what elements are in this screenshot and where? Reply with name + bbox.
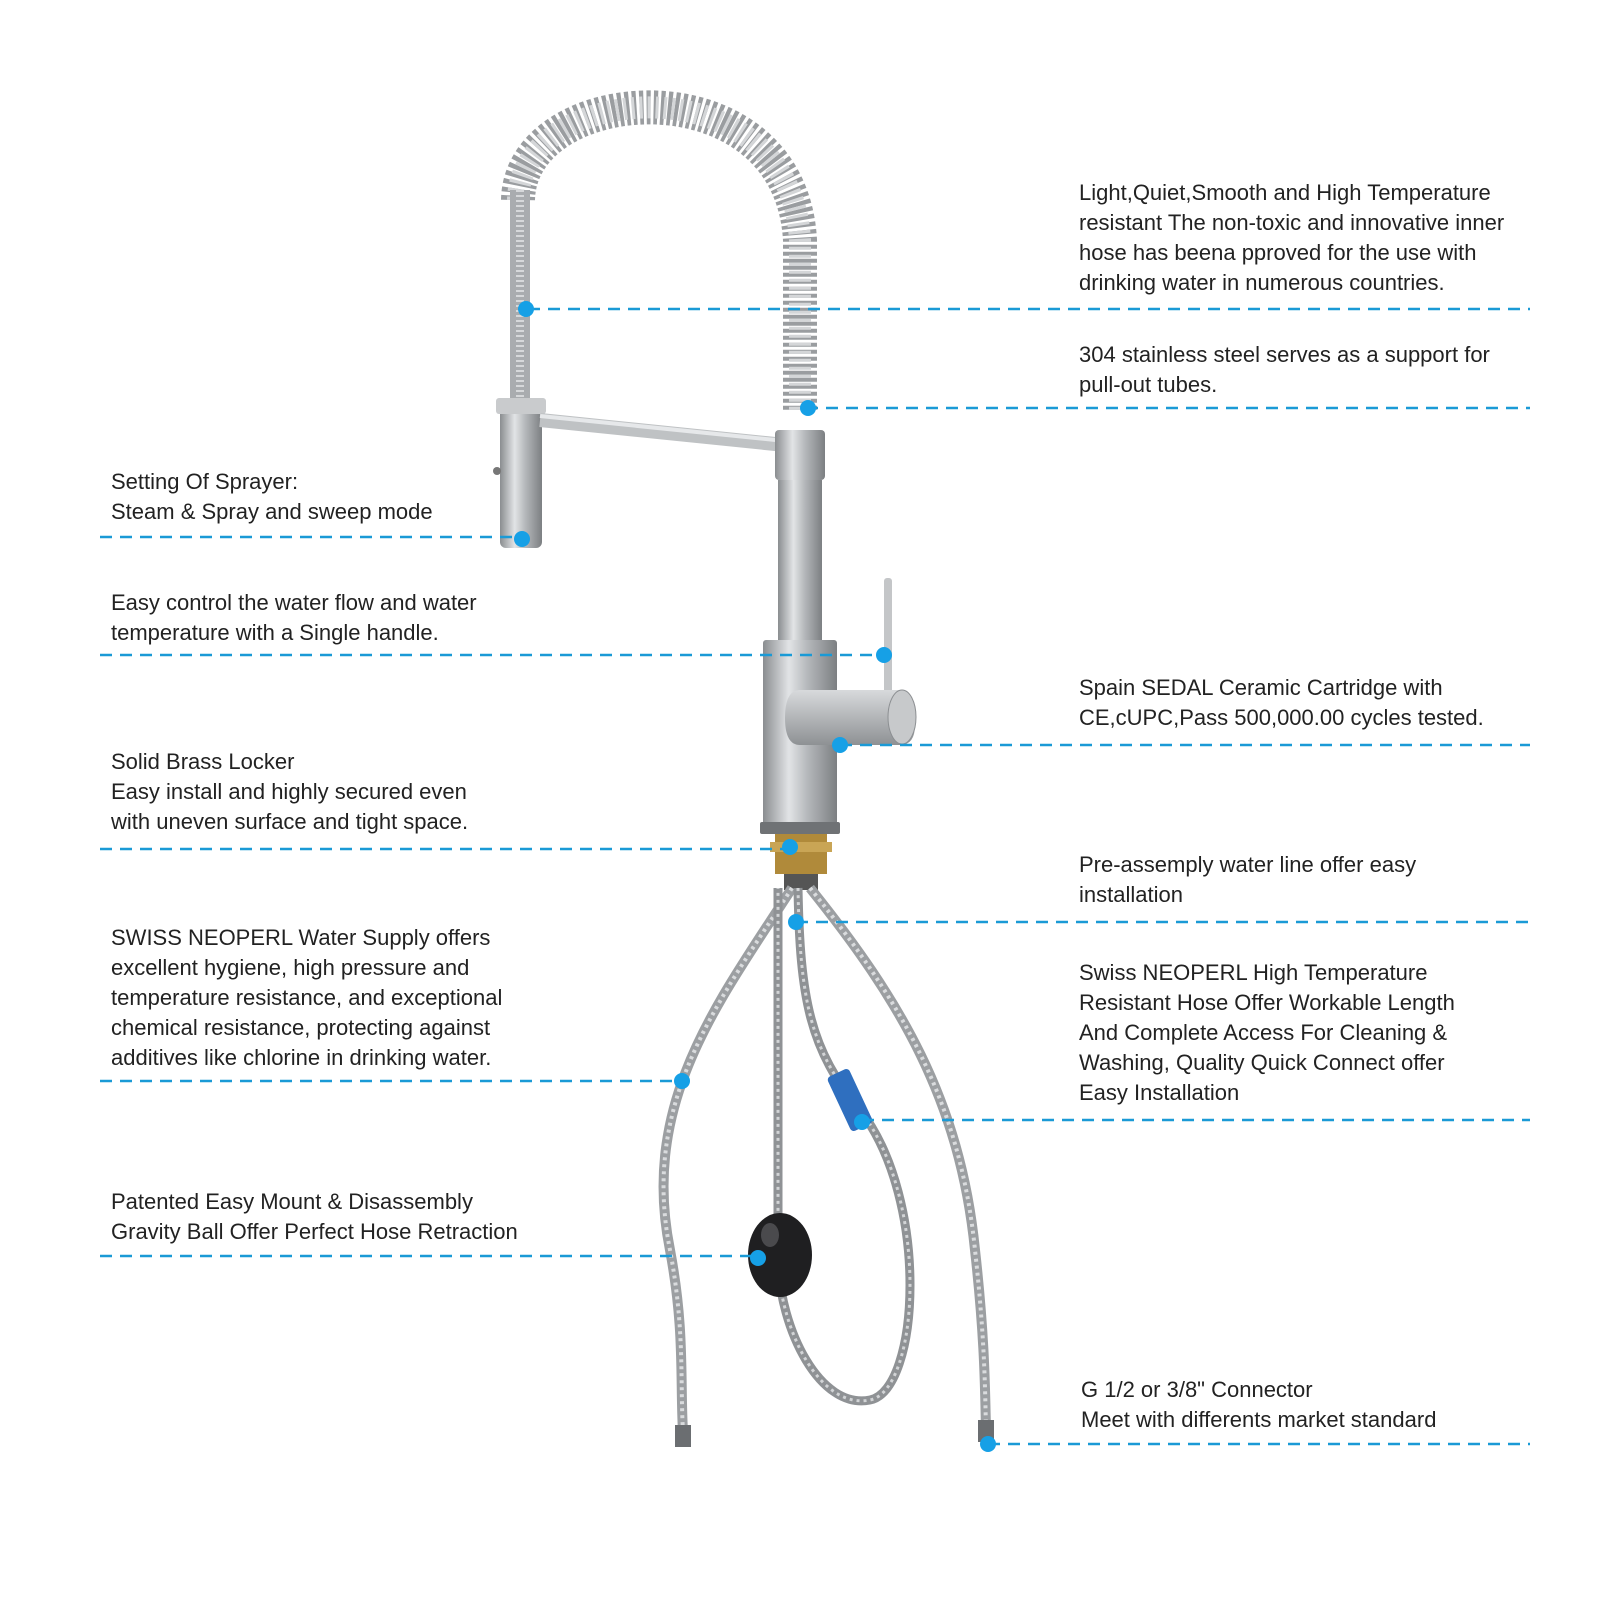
sprayer-head	[500, 398, 542, 548]
dot-single-handle	[876, 647, 892, 663]
callout-inner-hose: Light,Quiet,Smooth and High Temperature …	[1079, 178, 1504, 298]
callout-line: installation	[1079, 882, 1183, 907]
callout-line: Steam & Spray and sweep mode	[111, 499, 433, 524]
callout-line: hose has beena pproved for the use with	[1079, 240, 1477, 265]
dot-inner-hose	[518, 301, 534, 317]
callout-line: 304 stainless steel serves as a support …	[1079, 342, 1490, 367]
callout-line: And Complete Access For Cleaning &	[1079, 1020, 1448, 1045]
callout-line: Easy install and highly secured even	[111, 779, 467, 804]
callout-line: with uneven surface and tight space.	[111, 809, 469, 834]
dot-sprayer	[514, 531, 530, 547]
callout-brass-locker: Solid Brass Locker Easy install and high…	[111, 747, 468, 837]
sprayer-arm	[539, 413, 786, 452]
callout-dots	[514, 301, 996, 1452]
callout-line: Swiss NEOPERL High Temperature	[1079, 960, 1428, 985]
supply-hose-left	[658, 885, 797, 1433]
callout-line: chemical resistance, protecting against	[111, 1015, 491, 1040]
callout-line: temperature with a Single handle.	[111, 620, 439, 645]
callout-line: Setting Of Sprayer:	[111, 469, 299, 494]
callout-line: excellent hygiene, high pressure and	[111, 955, 470, 980]
faucet-column	[778, 480, 822, 640]
callout-line: Easy Installation	[1079, 1080, 1240, 1105]
callout-single-handle: Easy control the water flow and water te…	[111, 588, 477, 648]
callout-line: G 1/2 or 3/8" Connector	[1081, 1377, 1313, 1402]
supply-hose-right	[806, 884, 991, 1431]
leader-lines	[100, 307, 1530, 1446]
callout-line: Washing, Quality Quick Connect offer	[1079, 1050, 1445, 1075]
callout-line: CE,cUPC,Pass 500,000.00 cycles tested.	[1079, 705, 1484, 730]
callout-line: drinking water in numerous countries.	[1079, 270, 1445, 295]
dot-cartridge	[832, 737, 848, 753]
callout-line: Patented Easy Mount & Disassembly	[111, 1189, 473, 1214]
dot-water-line	[788, 914, 804, 930]
callout-line: Gravity Ball Offer Perfect Hose Retracti…	[111, 1219, 518, 1244]
spring-coil	[501, 90, 817, 410]
callout-line: temperature resistance, and exceptional	[111, 985, 503, 1010]
connector-left	[675, 1425, 691, 1447]
callout-sprayer: Setting Of Sprayer: Steam & Spray and sw…	[111, 467, 433, 527]
callout-line: Light,Quiet,Smooth and High Temperature	[1079, 180, 1491, 205]
callout-water-line: Pre-assemply water line offer easy insta…	[1079, 850, 1416, 910]
callout-stainless-support: 304 stainless steel serves as a support …	[1079, 340, 1490, 400]
dot-hose	[854, 1114, 870, 1130]
callout-line: resistant The non-toxic and innovative i…	[1079, 210, 1505, 235]
callout-line: SWISS NEOPERL Water Supply offers	[111, 925, 491, 950]
dot-connector	[980, 1436, 996, 1452]
callout-line: Solid Brass Locker	[111, 749, 295, 774]
dot-stainless-support	[800, 400, 816, 416]
pull-out-hose-loop	[773, 887, 915, 1406]
callout-gravity-ball: Patented Easy Mount & Disassembly Gravit…	[111, 1187, 518, 1247]
dot-brass-locker	[782, 839, 798, 855]
callout-connector: G 1/2 or 3/8" Connector Meet with differ…	[1081, 1375, 1436, 1435]
callout-cartridge: Spain SEDAL Ceramic Cartridge with CE,cU…	[1079, 673, 1484, 733]
callout-water-supply: SWISS NEOPERL Water Supply offers excell…	[111, 923, 502, 1073]
callout-line: Spain SEDAL Ceramic Cartridge with	[1079, 675, 1443, 700]
brass-mount	[775, 834, 827, 874]
callout-line: additives like chlorine in drinking wate…	[111, 1045, 492, 1070]
handle-lever	[884, 578, 892, 698]
callout-line: pull-out tubes.	[1079, 372, 1218, 397]
callout-line: Easy control the water flow and water	[111, 590, 477, 615]
dot-gravity-ball	[750, 1250, 766, 1266]
callout-line: Resistant Hose Offer Workable Length	[1079, 990, 1455, 1015]
callout-hose: Swiss NEOPERL High Temperature Resistant…	[1079, 958, 1455, 1108]
callout-line: Pre-assemply water line offer easy	[1079, 852, 1417, 877]
dot-water-supply	[674, 1073, 690, 1089]
handle-cylinder	[785, 690, 915, 745]
callout-line: Meet with differents market standard	[1081, 1407, 1437, 1432]
